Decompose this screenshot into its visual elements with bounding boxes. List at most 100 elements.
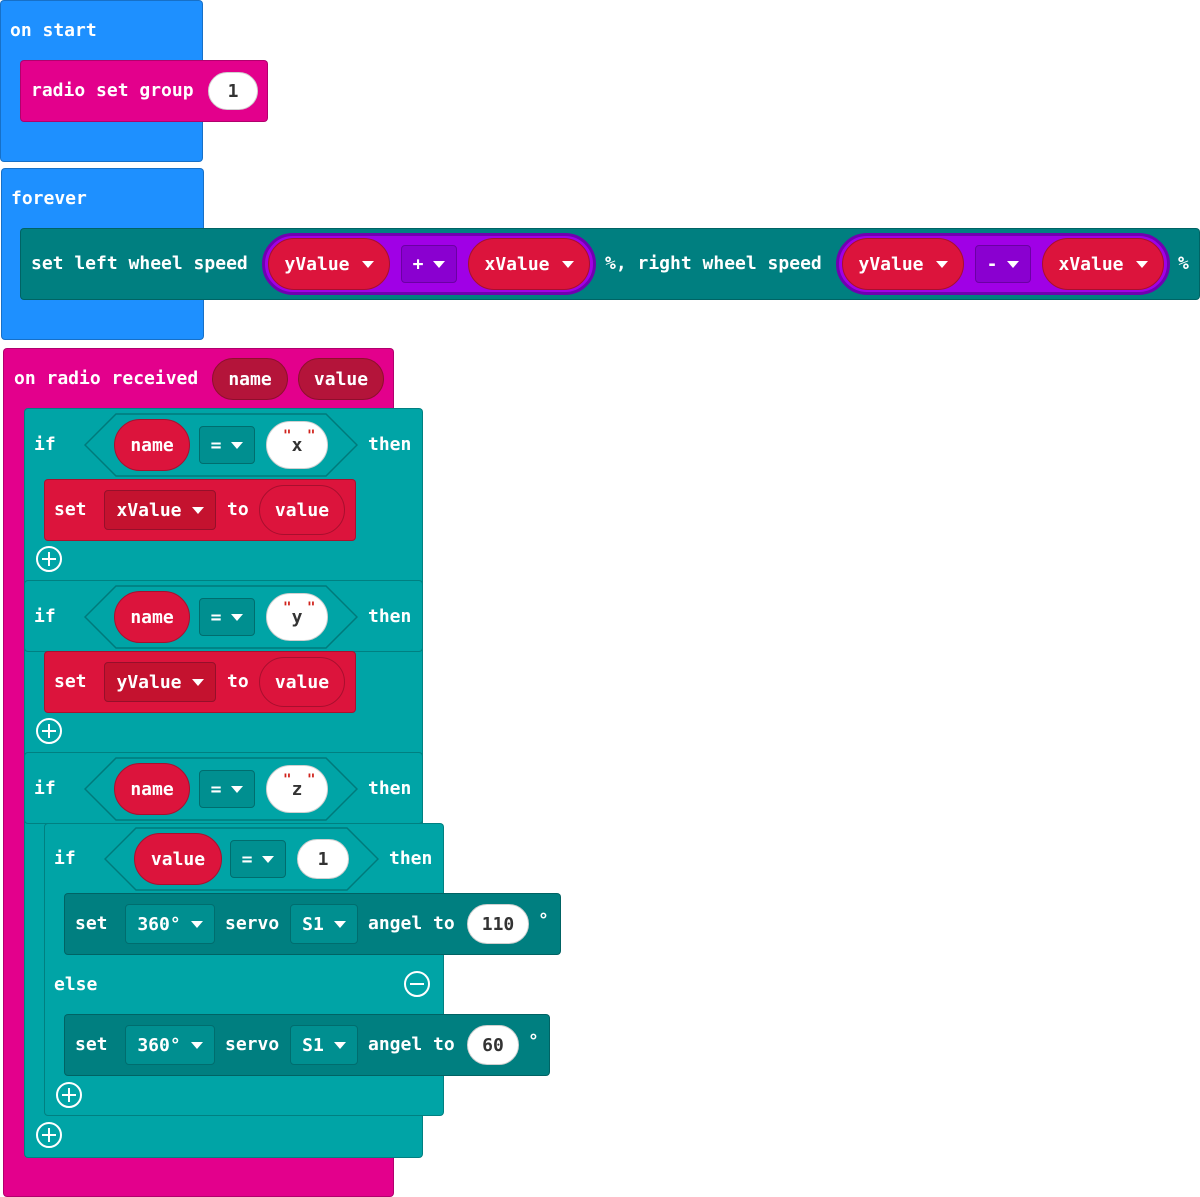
chevron-down-icon	[191, 506, 204, 514]
nested-then-keyword: then	[389, 848, 433, 869]
add-branch-plus-icon[interactable]	[36, 546, 62, 572]
servo-angle-110-input[interactable]: 110	[467, 904, 529, 944]
if2-name-variable[interactable]: name	[114, 591, 190, 643]
chevron-down-icon	[231, 785, 244, 793]
chevron-down-icon	[935, 260, 948, 268]
nested-value-variable[interactable]: value	[134, 833, 222, 885]
nested-operator-dropdown[interactable]: =	[230, 840, 286, 878]
on-radio-received-label: on radio received	[14, 368, 199, 389]
servo-set-keyword: set	[75, 913, 108, 934]
add-branch-plus-icon[interactable]	[36, 718, 62, 744]
servo-keyword: servo	[225, 1034, 280, 1055]
plus-operator-dropdown[interactable]: +	[401, 245, 457, 283]
chevron-down-icon	[361, 260, 374, 268]
left-xvalue-label: xValue	[484, 253, 550, 275]
servo-mode-label: 360°	[137, 1034, 181, 1056]
chevron-down-icon	[262, 855, 275, 863]
open-quote-icon: "	[283, 428, 292, 444]
open-quote-icon: "	[283, 772, 292, 788]
chevron-down-icon	[190, 1041, 203, 1049]
close-quote-icon: "	[307, 600, 316, 616]
yvalue-variable-dropdown[interactable]: yValue	[104, 662, 216, 702]
servo-set-keyword: set	[75, 1034, 108, 1055]
if3-keyword: if	[34, 778, 56, 799]
if2-operator-label: =	[210, 606, 222, 628]
chevron-down-icon	[333, 1041, 346, 1049]
chevron-down-icon	[333, 920, 346, 928]
if1-keyword: if	[34, 434, 56, 455]
chevron-down-icon	[433, 260, 446, 268]
set-left-wheel-speed-label: set left wheel speed	[31, 253, 248, 274]
set-yvalue-set-keyword: set	[54, 671, 87, 692]
servo-mode-dropdown[interactable]: 360°	[125, 1025, 215, 1065]
if1-then-keyword: then	[368, 434, 412, 455]
servo-angle-60-input[interactable]: 60	[467, 1025, 519, 1065]
if1-string-value: x	[291, 434, 303, 456]
if3-name-variable[interactable]: name	[114, 763, 190, 815]
close-quote-icon: "	[307, 428, 316, 444]
add-branch-plus-icon[interactable]	[56, 1082, 82, 1108]
set-xvalue-value-pill[interactable]: value	[259, 485, 345, 535]
else-keyword: else	[54, 974, 98, 995]
right-yvalue-label: yValue	[858, 253, 924, 275]
if2-string-value: y	[291, 606, 303, 628]
minus-operator-label: -	[986, 253, 998, 275]
xvalue-variable-label: xValue	[116, 499, 182, 521]
yvalue-variable-label: yValue	[116, 671, 182, 693]
if1-operator-dropdown[interactable]: =	[199, 426, 255, 464]
nested-if-keyword: if	[54, 848, 76, 869]
add-branch-plus-icon[interactable]	[36, 1122, 62, 1148]
servo-keyword: servo	[225, 913, 280, 934]
servo-port-dropdown[interactable]: S1	[290, 1025, 358, 1065]
set-xvalue-to-keyword: to	[227, 499, 249, 520]
forever-label: forever	[11, 188, 87, 209]
if1-name-variable[interactable]: name	[114, 419, 190, 471]
xvalue-variable-dropdown[interactable]: xValue	[104, 490, 216, 530]
right-wheel-speed-label: %, right wheel speed	[605, 253, 822, 274]
servo-port-dropdown[interactable]: S1	[290, 904, 358, 944]
set-yvalue-value-pill[interactable]: value	[259, 657, 345, 707]
servo-port-label: S1	[302, 913, 324, 935]
angel-to-keyword: angel to	[368, 1034, 455, 1055]
degree-unit-label: °	[528, 1031, 539, 1052]
param-value-pill[interactable]: value	[298, 358, 384, 400]
nested-operator-label: =	[241, 848, 253, 870]
if3-operator-label: =	[210, 778, 222, 800]
param-name-pill[interactable]: name	[212, 358, 288, 400]
remove-else-minus-icon[interactable]	[404, 971, 430, 997]
if2-operator-dropdown[interactable]: =	[199, 598, 255, 636]
right-xvalue-label: xValue	[1058, 253, 1124, 275]
set-yvalue-to-keyword: to	[227, 671, 249, 692]
plus-operator-label: +	[412, 253, 424, 275]
open-quote-icon: "	[283, 600, 292, 616]
minus-operator-dropdown[interactable]: -	[975, 245, 1031, 283]
if2-keyword: if	[34, 606, 56, 627]
if3-then-keyword: then	[368, 778, 412, 799]
chevron-down-icon	[231, 613, 244, 621]
if2-then-keyword: then	[368, 606, 412, 627]
percent-label: %	[1178, 253, 1189, 274]
nested-number-input[interactable]: 1	[297, 839, 349, 879]
degree-unit-label: °	[538, 910, 549, 931]
servo-port-label: S1	[302, 1034, 324, 1056]
on-start-label: on start	[10, 20, 97, 41]
close-quote-icon: "	[307, 772, 316, 788]
chevron-down-icon	[561, 260, 574, 268]
left-yvalue-dropdown[interactable]: yValue	[268, 238, 390, 290]
if3-string-input[interactable]: "z"	[266, 765, 328, 813]
radio-set-group-label: radio set group	[31, 80, 194, 101]
radio-group-input[interactable]: 1	[208, 72, 258, 110]
servo-mode-dropdown[interactable]: 360°	[125, 904, 215, 944]
left-xvalue-dropdown[interactable]: xValue	[468, 238, 590, 290]
left-yvalue-label: yValue	[284, 253, 350, 275]
right-xvalue-dropdown[interactable]: xValue	[1042, 238, 1164, 290]
if3-string-value: z	[291, 778, 303, 800]
set-xvalue-set-keyword: set	[54, 499, 87, 520]
if1-string-input[interactable]: "x"	[266, 421, 328, 469]
right-yvalue-dropdown[interactable]: yValue	[842, 238, 964, 290]
chevron-down-icon	[231, 441, 244, 449]
chevron-down-icon	[191, 678, 204, 686]
if3-operator-dropdown[interactable]: =	[199, 770, 255, 808]
if2-string-input[interactable]: "y"	[266, 593, 328, 641]
servo-mode-label: 360°	[137, 913, 181, 935]
